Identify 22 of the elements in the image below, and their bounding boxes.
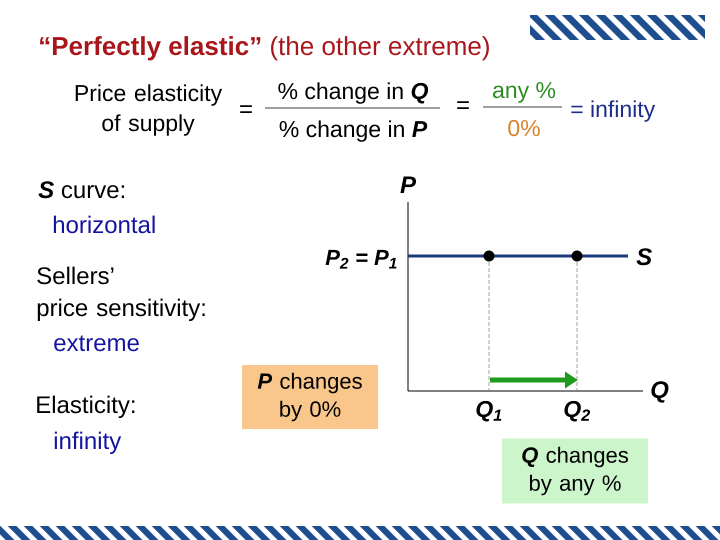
quantity-label: Q$_{1}$ <box>476 400 502 422</box>
curve-label: S <box>636 248 652 266</box>
description-text: Sellers’ price sensitivity: <box>37 266 205 321</box>
equals-sign: = <box>240 105 252 113</box>
formula-text: % change in P <box>280 120 428 142</box>
description-text: infinity <box>54 432 122 454</box>
equals-sign: = <box>457 101 469 109</box>
description-text: Elasticity: <box>37 396 134 418</box>
description-text: extreme <box>54 335 139 352</box>
formula-text: any % <box>493 82 556 103</box>
note-box: Q changes by any % <box>502 438 648 504</box>
description-text: S curve: <box>38 181 124 198</box>
formula-text: 0% <box>508 120 540 136</box>
note-box: P changes by 0% <box>242 365 378 429</box>
axis-label: P <box>400 176 416 193</box>
price-label: P$_{2}$ = P$_{1}$ <box>326 250 396 269</box>
axis-label: Q <box>651 381 668 403</box>
formula-text: = infinity <box>571 100 656 122</box>
description-text: horizontal <box>54 216 155 234</box>
title: “Perfectly elastic” (the other extreme) <box>40 36 489 60</box>
formula-text: Price elasticity of supply <box>76 84 222 136</box>
formula-text: % change in Q <box>278 82 428 104</box>
